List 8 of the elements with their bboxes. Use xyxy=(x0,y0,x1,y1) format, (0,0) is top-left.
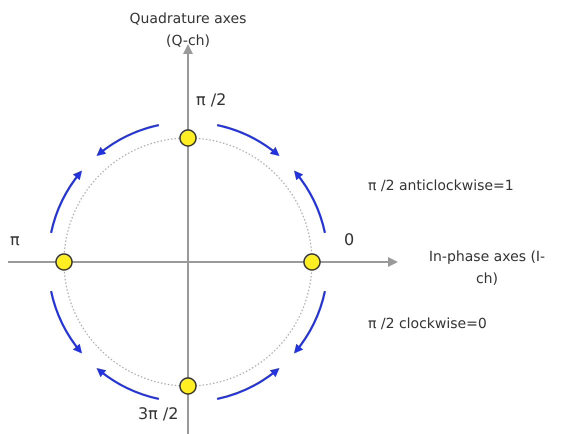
note-text: π /2 anticlockwise=1 xyxy=(368,177,515,196)
axis-title: In-phase axes (I-ch) xyxy=(428,248,546,289)
phase-label: 0 xyxy=(344,230,354,250)
note-text: π /2 clockwise=0 xyxy=(368,315,488,334)
phase-label: 3π /2 xyxy=(138,404,178,424)
phase-label: π xyxy=(10,230,20,250)
phase-label: π /2 xyxy=(196,90,226,110)
axis-title: Quadrature axes (Q-ch) xyxy=(128,10,248,51)
